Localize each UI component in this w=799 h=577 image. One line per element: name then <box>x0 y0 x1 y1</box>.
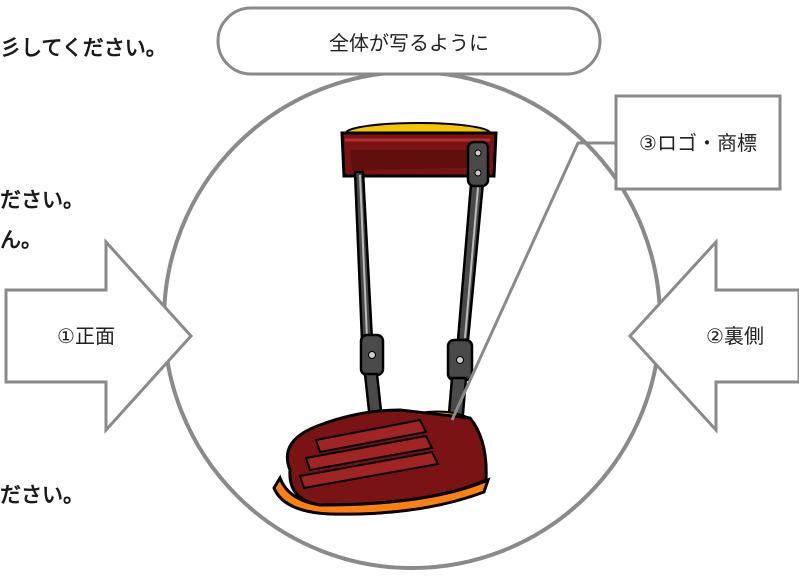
instruction-text-fragment: ださい。 <box>0 483 84 507</box>
whole-view-label: 全体が写るように <box>329 31 489 55</box>
leg-brace-illustration <box>272 122 498 516</box>
instruction-text-fragment: 彡してください。 <box>0 36 167 60</box>
instruction-text-fragment: ん。 <box>0 228 42 252</box>
front-label: ①正面 <box>57 324 115 348</box>
logo-leader-line <box>450 141 616 421</box>
back-label: ②裏側 <box>706 324 764 348</box>
whole-view-callout <box>216 6 602 76</box>
instruction-text-fragment: ださい。 <box>0 188 84 212</box>
logo-label: ③ロゴ・商標 <box>639 131 757 155</box>
logo-callout <box>614 94 782 191</box>
back-arrow <box>627 238 799 434</box>
front-arrow <box>4 238 194 434</box>
